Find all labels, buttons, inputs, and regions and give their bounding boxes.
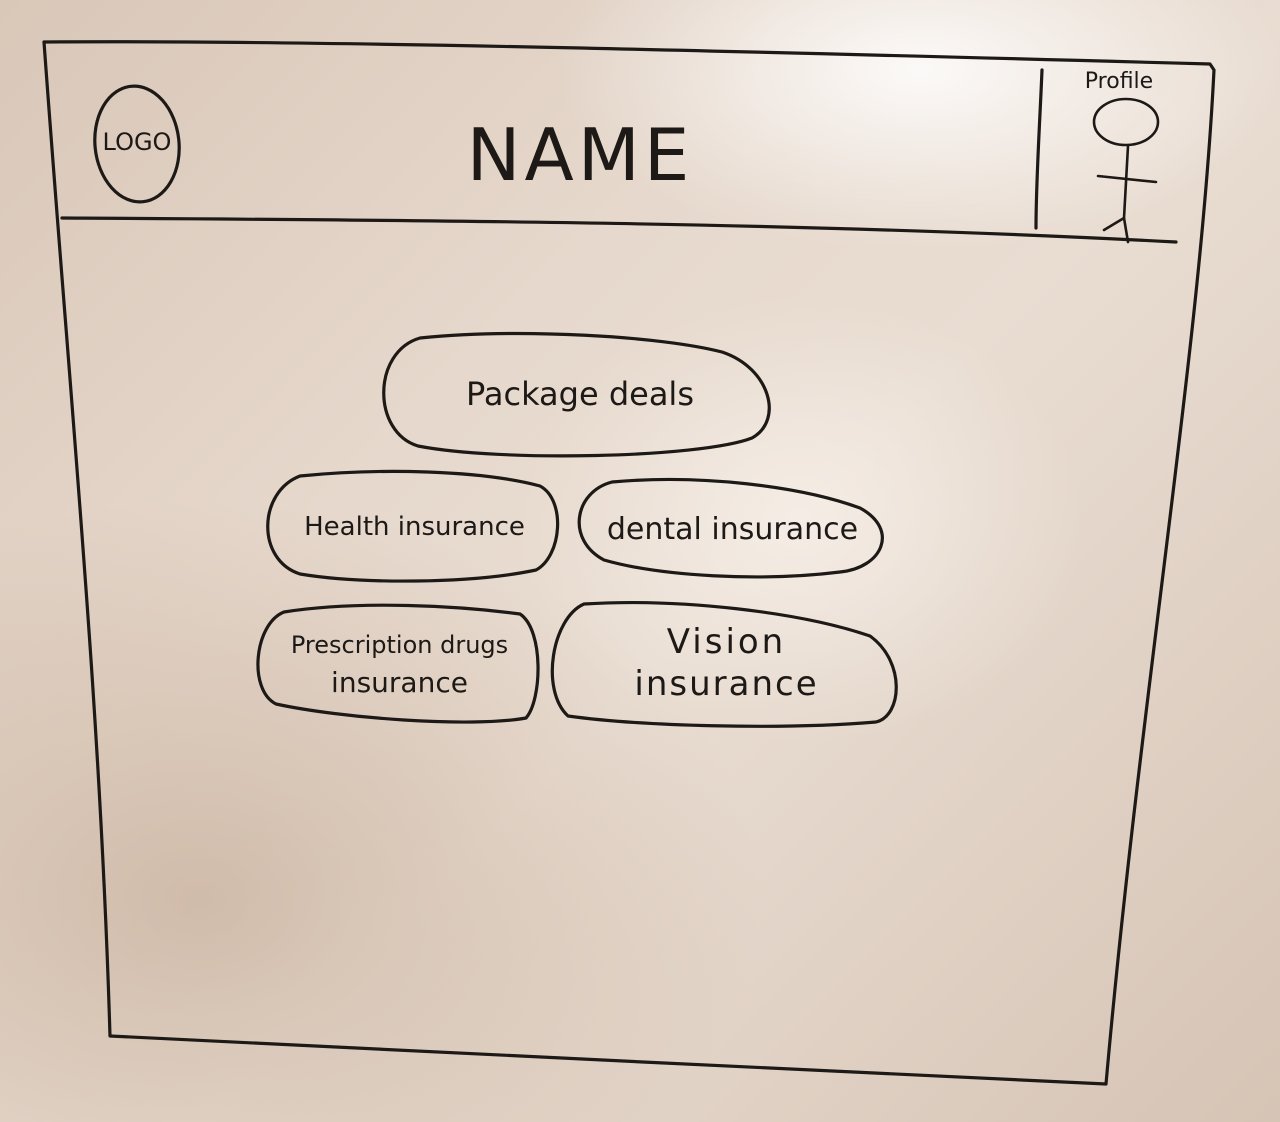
vision-insurance-button[interactable]: Vision insurance — [554, 602, 899, 726]
profile-arms — [1096, 174, 1158, 184]
profile-legs — [1102, 216, 1130, 244]
vision-insurance-line1: Vision — [666, 622, 787, 663]
package-deals-outline — [382, 332, 771, 458]
prescription-insurance-outline — [256, 603, 540, 724]
profile-icon — [1092, 97, 1160, 244]
prescription-insurance-line2: insurance — [331, 665, 468, 699]
vision-insurance-outline — [550, 601, 898, 728]
health-insurance-outline — [266, 469, 560, 583]
profile-label[interactable]: Profile — [1084, 69, 1154, 94]
prescription-insurance-line1: Prescription drugs — [290, 630, 509, 659]
header-divider — [60, 216, 1178, 244]
vision-insurance-line2: insurance — [634, 664, 819, 704]
package-deals-label: Package deals — [466, 375, 694, 414]
dental-insurance-label: dental insurance — [606, 512, 859, 548]
page-title: NAME — [466, 113, 694, 197]
package-deals-button[interactable]: Package deals — [390, 340, 770, 450]
health-insurance-button[interactable]: Health insurance — [272, 478, 557, 578]
profile-head — [1092, 97, 1160, 147]
page-frame — [42, 40, 1216, 1086]
profile-divider — [1034, 68, 1044, 230]
profile-body — [1122, 144, 1130, 220]
health-insurance-label: Health insurance — [304, 512, 525, 543]
logo[interactable]: LOGO — [102, 128, 172, 156]
prescription-insurance-button[interactable]: Prescription drugs insurance — [262, 606, 537, 724]
dental-insurance-outline — [577, 477, 884, 579]
logo-oval — [93, 84, 181, 204]
dental-insurance-button[interactable]: dental insurance — [580, 484, 885, 576]
